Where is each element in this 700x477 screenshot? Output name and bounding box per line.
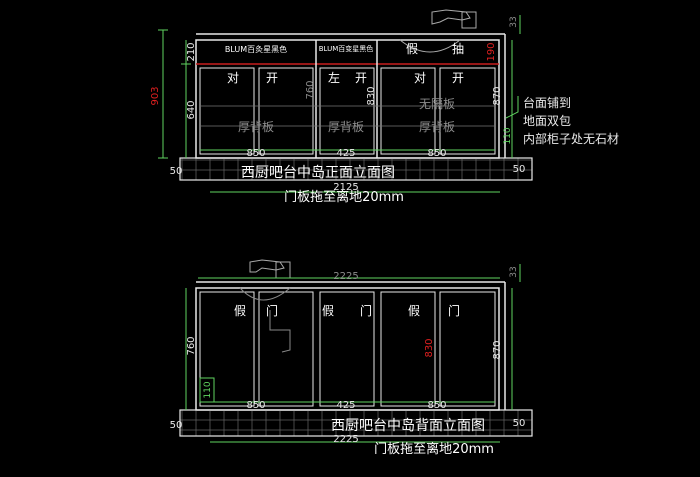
front-dim-width-mid: 425 [336, 148, 355, 159]
back-dim-top-width: 2225 [333, 271, 358, 282]
back-dim-left-height: 760 [186, 336, 197, 355]
back-door-5 [439, 291, 496, 407]
back-dim-top-33: 33 [509, 266, 519, 277]
back-dim-width-left: 850 [246, 400, 265, 411]
front-dim-inner-height: 760 [305, 80, 316, 99]
back-dim-right-height: 870 [492, 340, 503, 359]
front-elevation: BLUM百灸星黑色 BLUM百变星黑色 假 抽 对 开 左 开 对 开 无隔板 … [150, 9, 619, 205]
front-dim-mid-height: 830 [366, 86, 377, 105]
front-fake-drawer-char-2: 抽 [452, 42, 464, 56]
front-base-plinth [179, 157, 533, 181]
back-dim-total-width: 2225 [333, 434, 358, 445]
back-faucet [249, 259, 285, 273]
back-subtitle: 门板拖至离地20mm [374, 441, 494, 457]
back-dim-base-left: 50 [170, 420, 183, 431]
front-fake-drawer-char-1: 假 [406, 42, 418, 56]
front-door-label: 左 [328, 70, 340, 85]
front-dim-red-190: 190 [486, 42, 497, 61]
front-dim-width-right: 850 [427, 148, 446, 159]
front-door-2 [258, 67, 314, 155]
back-door-label: 假 [322, 304, 334, 318]
front-door-4 [380, 67, 436, 155]
front-back-panel-label: 厚背板 [419, 120, 455, 134]
back-door-label: 门 [266, 303, 278, 318]
front-note-line-3: 内部柜子处无石材 [523, 131, 619, 146]
front-door-3 [319, 67, 375, 155]
front-back-panel-label: 厚背板 [328, 120, 364, 134]
back-door-label: 门 [448, 303, 460, 318]
back-kick-box [199, 377, 215, 403]
front-title: 西厨吧台中岛正面立面图 [241, 165, 395, 181]
front-back-panel-label: 厚背板 [238, 120, 274, 134]
front-dim-total-height: 903 [150, 86, 161, 105]
front-dim-base-left: 50 [170, 166, 183, 177]
back-elevation: 假 门 假 门 假 门 2225 33 760 830 870 110 850 … [170, 259, 533, 457]
back-door-label: 门 [360, 303, 372, 318]
front-door-label: 对 [414, 71, 426, 85]
back-dim-width-mid: 425 [336, 400, 355, 411]
back-dim-width-right: 850 [427, 400, 446, 411]
front-door-label: 开 [355, 71, 367, 85]
front-no-partition-label: 无隔板 [419, 97, 455, 111]
front-dim-right-height: 870 [492, 86, 503, 105]
front-door-label: 开 [452, 71, 464, 85]
front-faucet [431, 9, 471, 25]
front-drawer-label-2: BLUM百变星黑色 [319, 44, 374, 53]
back-door-4 [380, 291, 436, 407]
front-dim-drawer-height: 210 [186, 42, 197, 61]
front-dim-door-height: 640 [186, 100, 197, 119]
front-note-line-1: 台面铺到 [523, 95, 571, 110]
back-dim-kick-110: 110 [203, 381, 213, 398]
back-dim-mid-red: 830 [424, 338, 435, 357]
back-door-2 [258, 291, 314, 407]
front-door-label: 开 [266, 71, 278, 85]
back-sink-bowl [239, 287, 291, 301]
front-drawer-label-1: BLUM百灸星黑色 [225, 44, 287, 54]
front-faucet-body [461, 11, 477, 29]
front-door-5 [439, 67, 496, 155]
front-door-label: 对 [227, 71, 239, 85]
back-drain-pipe [269, 310, 291, 353]
back-door-label: 假 [408, 304, 420, 318]
front-dim-top-33: 33 [509, 16, 519, 27]
back-faucet-body [275, 261, 291, 279]
front-dim-base-right: 50 [513, 164, 526, 175]
back-title: 西厨吧台中岛背面立面图 [331, 418, 485, 434]
front-dim-kick-110: 110 [503, 127, 513, 144]
back-base-plinth [179, 409, 533, 437]
front-dim-total-width: 2125 [333, 182, 358, 193]
front-note-leader [505, 96, 519, 119]
back-door-1 [199, 291, 255, 407]
front-subtitle: 门板拖至离地20mm [284, 189, 404, 205]
front-door-1 [199, 67, 255, 155]
back-door-label: 假 [234, 304, 246, 318]
back-door-3 [319, 291, 375, 407]
front-dim-width-left: 850 [246, 148, 265, 159]
front-sink-bowl [399, 39, 461, 53]
front-note-line-2: 地面双包 [523, 114, 571, 128]
back-dim-base-right: 50 [513, 418, 526, 429]
